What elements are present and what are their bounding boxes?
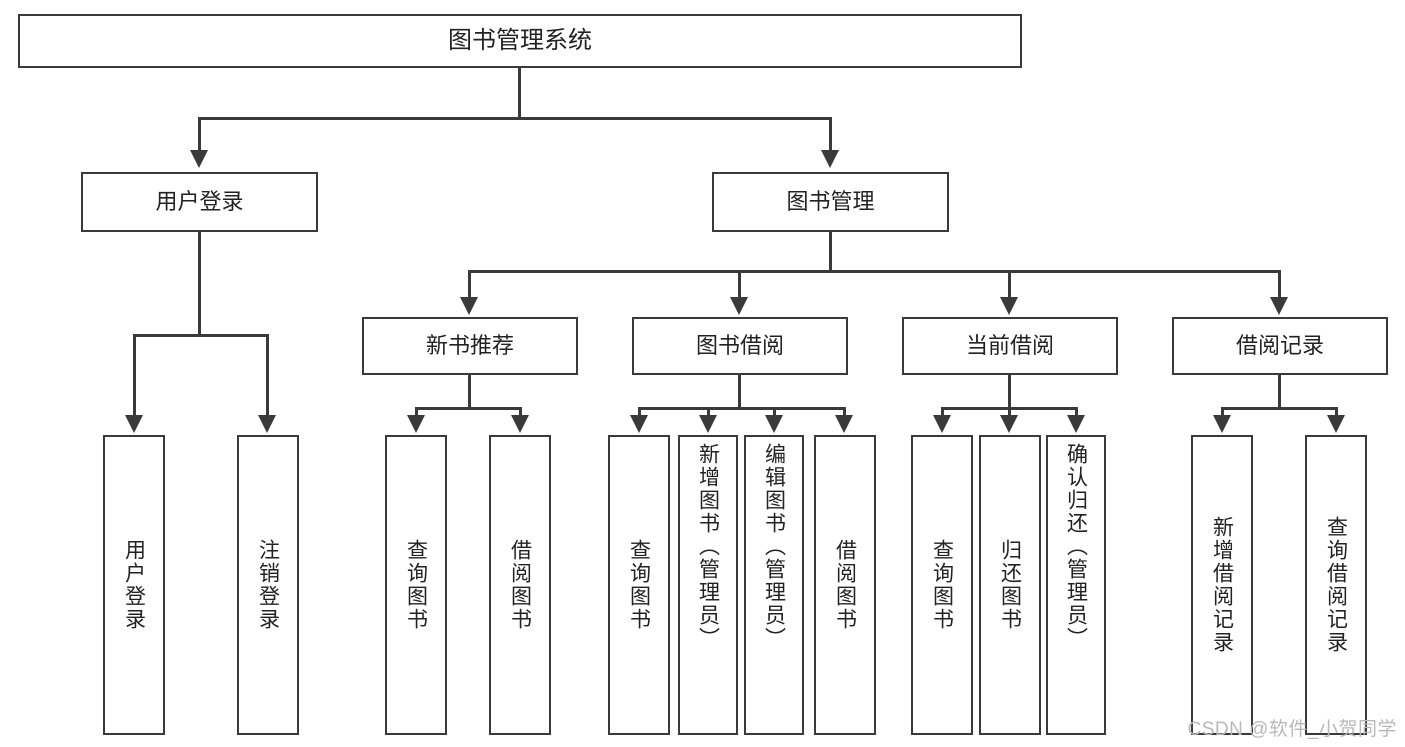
connector-drop-new-book-recommend (468, 270, 471, 300)
node-leaf-add-borrow-record[interactable]: 新增借阅记录 (1191, 435, 1253, 735)
connector-drop-leaf-user-login (133, 334, 136, 418)
node-book-borrow[interactable]: 图书借阅 (632, 317, 848, 375)
connector-user-login-bus (133, 334, 269, 337)
arrowhead-new-book-recommend (460, 297, 478, 315)
connector-user-login-stem (198, 232, 201, 336)
connector-level2-bus (468, 270, 1281, 273)
arrowhead-leaf-query-book-3 (933, 415, 951, 433)
connector-drop-leaf-add-book-admin (707, 407, 710, 419)
arrowhead-book-borrow (730, 297, 748, 315)
connector-drop-leaf-query-borrow-record (1335, 407, 1338, 419)
arrowhead-leaf-borrow-book-2 (835, 415, 853, 433)
node-label: 新增图书（管理员） (696, 443, 720, 650)
connector-drop-leaf-query-book-1 (415, 407, 418, 419)
connector-root-stem (518, 68, 521, 118)
arrowhead-user-login (190, 150, 208, 168)
arrowhead-leaf-edit-book-admin (765, 415, 783, 433)
node-leaf-query-book-3[interactable]: 查询图书 (911, 435, 973, 735)
node-label: 查询图书 (627, 539, 651, 631)
node-label: 查询借阅记录 (1324, 516, 1348, 654)
connector-borrow-record-stem (1278, 375, 1281, 409)
arrowhead-leaf-borrow-book-1 (511, 415, 529, 433)
connector-drop-leaf-confirm-return-admin (1075, 407, 1078, 419)
node-leaf-query-book-1[interactable]: 查询图书 (385, 435, 447, 735)
arrowhead-leaf-query-book-2 (630, 415, 648, 433)
connector-current-borrow-stem (1008, 375, 1011, 409)
node-leaf-logout[interactable]: 注销登录 (237, 435, 299, 735)
arrowhead-leaf-confirm-return-admin (1067, 415, 1085, 433)
arrowhead-leaf-add-borrow-record (1213, 415, 1231, 433)
node-leaf-confirm-return-admin[interactable]: 确认归还（管理员） (1046, 435, 1106, 735)
node-user-login[interactable]: 用户登录 (81, 172, 318, 232)
node-label: 确认归还（管理员） (1064, 443, 1088, 650)
arrowhead-leaf-query-book-1 (407, 415, 425, 433)
arrowhead-leaf-add-book-admin (699, 415, 717, 433)
connector-drop-leaf-edit-book-admin (773, 407, 776, 419)
connector-new-book-recommend-bus (415, 407, 522, 410)
connector-borrow-record-bus (1221, 407, 1338, 410)
node-leaf-borrow-book-1[interactable]: 借阅图书 (489, 435, 551, 735)
node-label: 新书推荐 (425, 333, 514, 359)
connector-new-book-recommend-stem (468, 375, 471, 409)
arrowhead-current-borrow (1000, 297, 1018, 315)
node-book-management[interactable]: 图书管理 (712, 172, 949, 232)
node-leaf-query-borrow-record[interactable]: 查询借阅记录 (1305, 435, 1367, 735)
connector-book-borrow-stem (738, 375, 741, 409)
node-label: 图书管理 (786, 189, 875, 215)
connector-drop-book-management (829, 117, 832, 153)
node-label: 用户登录 (155, 189, 244, 215)
connector-drop-leaf-logout (266, 334, 269, 418)
node-leaf-query-book-2[interactable]: 查询图书 (608, 435, 670, 735)
node-leaf-user-login[interactable]: 用户登录 (103, 435, 165, 735)
connector-drop-current-borrow (1008, 270, 1011, 300)
connector-drop-leaf-add-borrow-record (1221, 407, 1224, 419)
node-label: 借阅图书 (833, 539, 857, 631)
node-root-system[interactable]: 图书管理系统 (18, 14, 1022, 68)
arrowhead-leaf-query-borrow-record (1327, 415, 1345, 433)
connector-drop-leaf-return-book (1008, 407, 1011, 419)
node-label: 借阅图书 (508, 539, 532, 631)
node-leaf-borrow-book-2[interactable]: 借阅图书 (814, 435, 876, 735)
node-leaf-add-book-admin[interactable]: 新增图书（管理员） (678, 435, 738, 735)
arrowhead-book-management (821, 150, 839, 168)
connector-drop-leaf-query-book-3 (941, 407, 944, 419)
arrowhead-leaf-return-book (1000, 415, 1018, 433)
node-label: 注销登录 (256, 539, 280, 631)
connector-drop-user-login (198, 117, 201, 153)
node-label: 借阅记录 (1235, 333, 1324, 359)
node-label: 图书管理系统 (448, 27, 592, 54)
node-label: 用户登录 (122, 539, 146, 631)
connector-drop-leaf-query-book-2 (638, 407, 641, 419)
connector-drop-leaf-borrow-book-1 (519, 407, 522, 419)
node-label: 图书借阅 (695, 333, 784, 359)
node-label: 查询图书 (404, 539, 428, 631)
connector-drop-book-borrow (738, 270, 741, 300)
arrowhead-borrow-record (1270, 297, 1288, 315)
node-leaf-edit-book-admin[interactable]: 编辑图书（管理员） (744, 435, 804, 735)
connector-level1-bus (198, 117, 832, 120)
arrowhead-leaf-user-login (125, 415, 143, 433)
node-label: 归还图书 (998, 539, 1022, 631)
node-label: 查询图书 (930, 539, 954, 631)
node-new-book-recommend[interactable]: 新书推荐 (362, 317, 578, 375)
connector-drop-leaf-borrow-book-2 (843, 407, 846, 419)
node-current-borrow[interactable]: 当前借阅 (902, 317, 1118, 375)
node-leaf-return-book[interactable]: 归还图书 (979, 435, 1041, 735)
node-borrow-record[interactable]: 借阅记录 (1172, 317, 1388, 375)
node-label: 编辑图书（管理员） (762, 443, 786, 650)
node-label: 新增借阅记录 (1210, 516, 1234, 654)
node-label: 当前借阅 (965, 333, 1054, 359)
arrowhead-leaf-logout (258, 415, 276, 433)
connector-book-management-stem (829, 232, 832, 272)
connector-drop-borrow-record (1278, 270, 1281, 300)
connector-book-borrow-bus (638, 407, 846, 410)
